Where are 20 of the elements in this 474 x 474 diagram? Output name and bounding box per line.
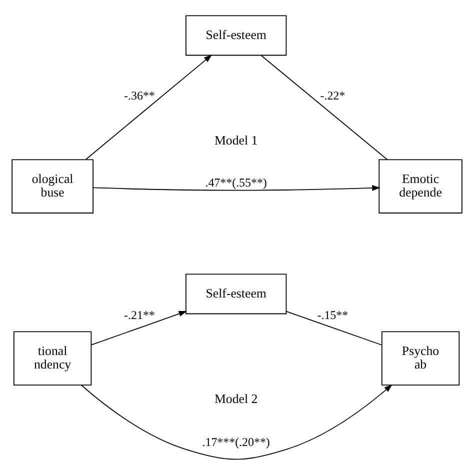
edge-label: .47**(.55**) xyxy=(205,175,267,190)
node-box: tional ndency xyxy=(13,330,92,385)
arrow xyxy=(91,310,188,345)
connector xyxy=(286,310,382,345)
edge-label: -.22* xyxy=(320,88,346,102)
node-box: Psycho ab xyxy=(381,330,460,385)
edge-label: -.36** xyxy=(124,88,155,102)
node-box: Emotic depende xyxy=(378,158,462,213)
node-box: Self-esteem xyxy=(185,14,287,56)
node-box: ological buse xyxy=(12,158,94,213)
edge-label: -.15** xyxy=(317,308,348,322)
edge-label: .17***(.20**) xyxy=(202,434,270,449)
arrow xyxy=(92,184,380,190)
connector xyxy=(260,54,388,160)
arrow xyxy=(81,384,392,460)
edge-label: -.21** xyxy=(124,308,155,322)
label: Model 2 xyxy=(214,392,258,406)
label: Model 1 xyxy=(214,133,258,148)
arrow xyxy=(86,54,212,160)
node-box: Self-esteem xyxy=(185,273,287,314)
